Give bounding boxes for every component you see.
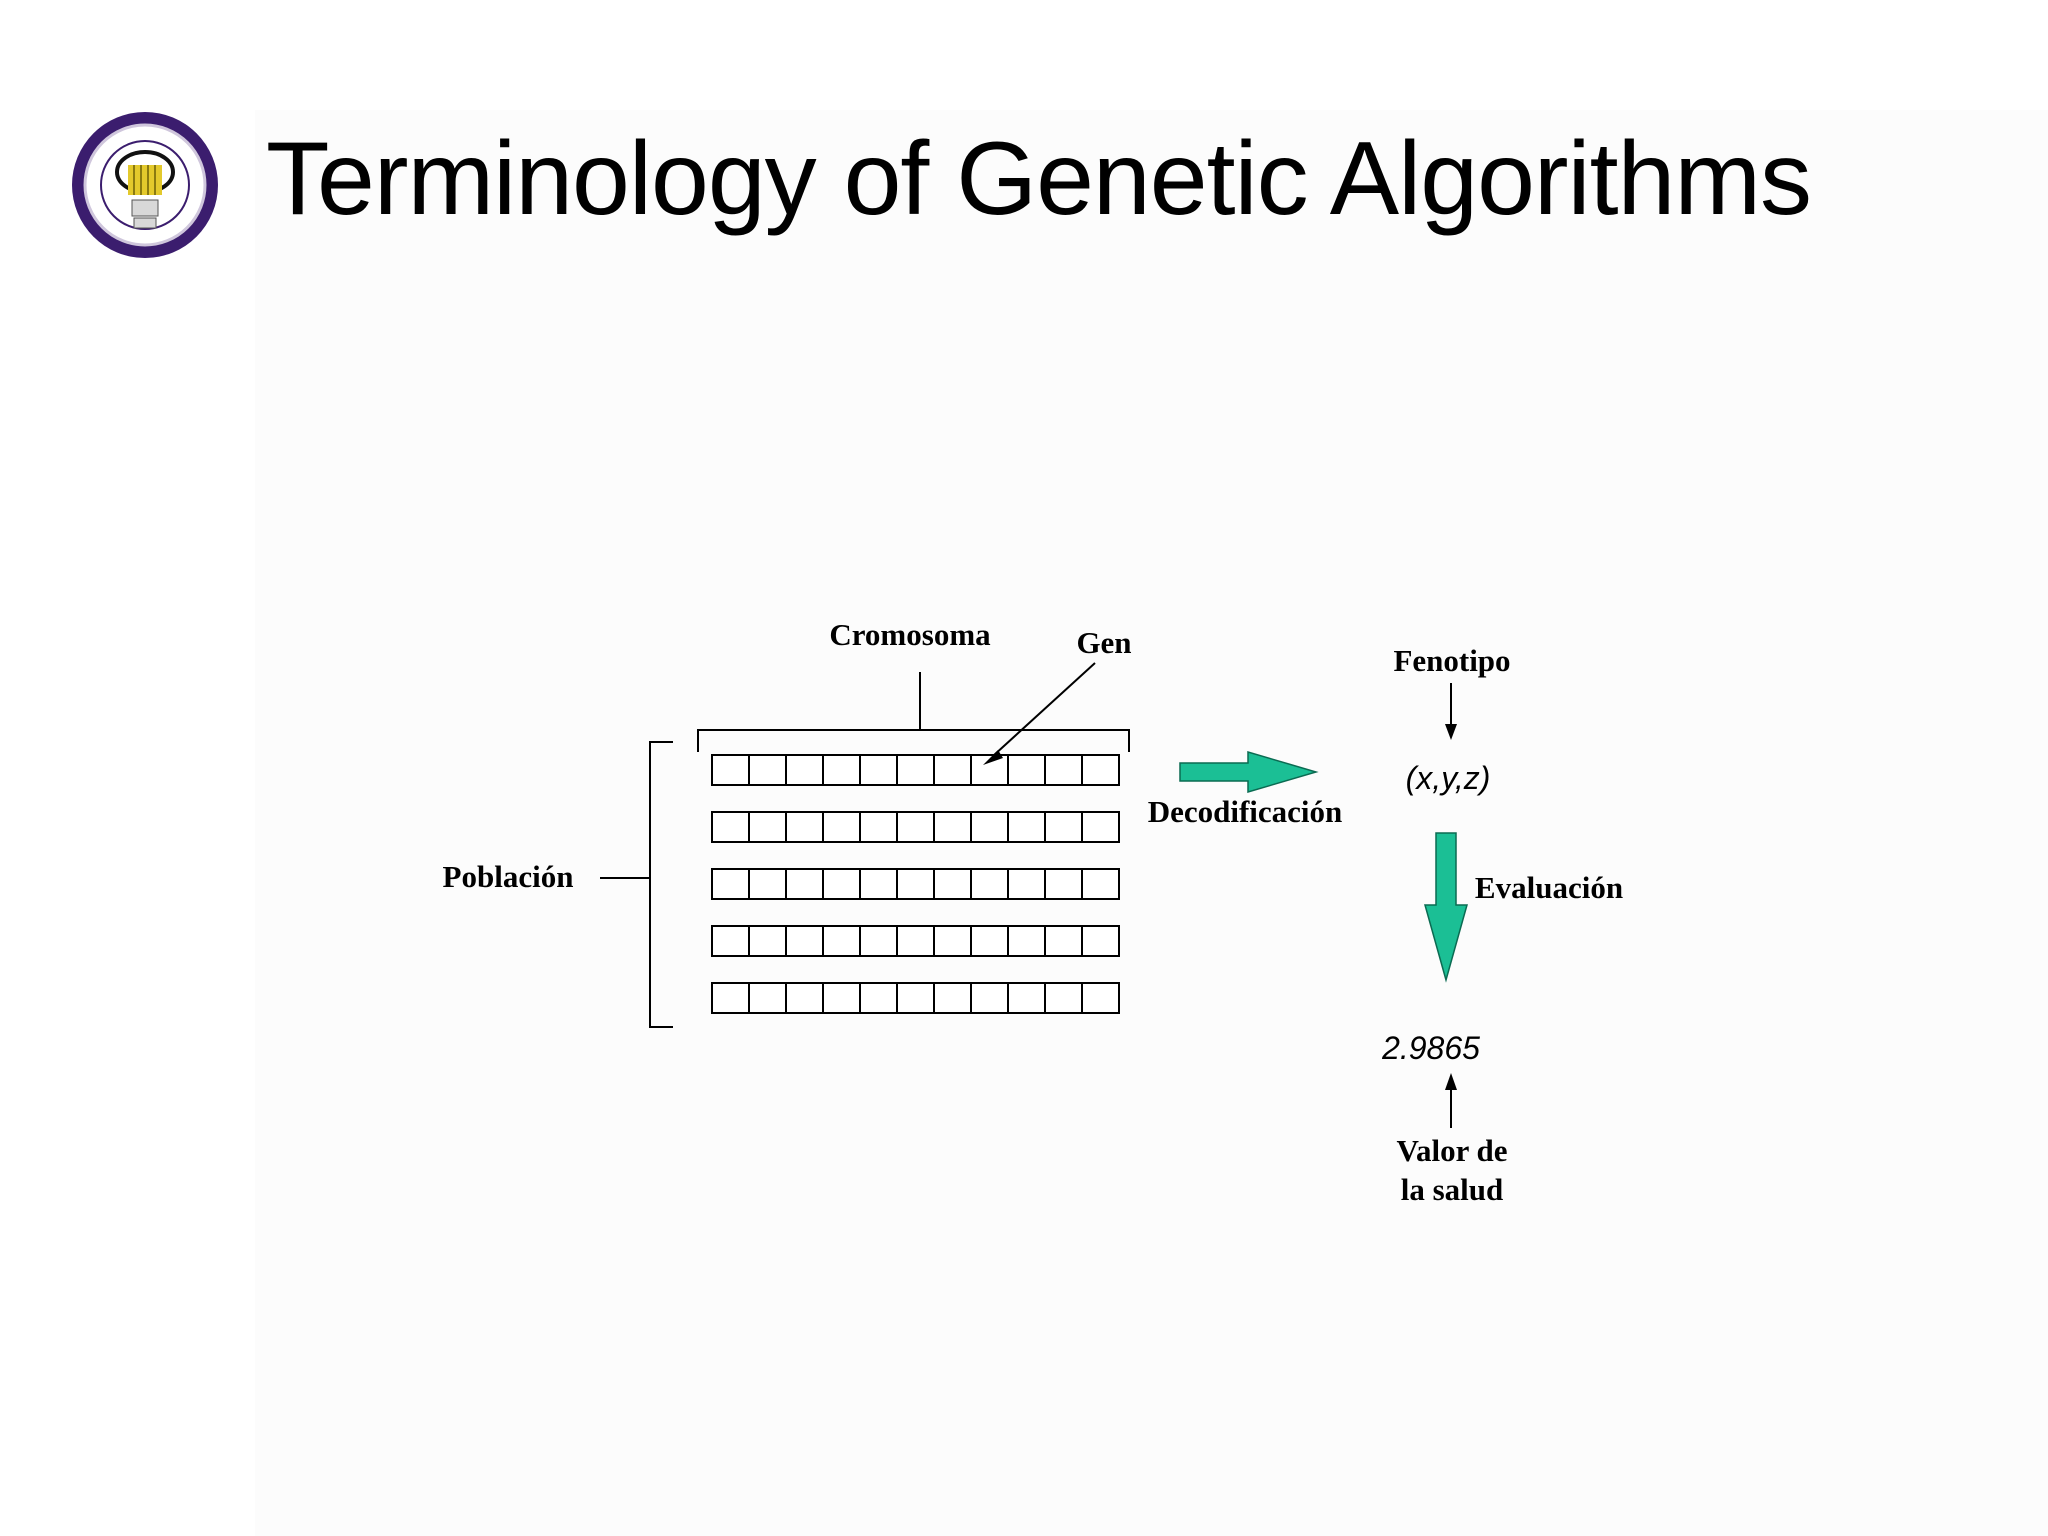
gene-cell: [859, 982, 898, 1014]
gene-cell: [933, 982, 972, 1014]
gene-cell: [1044, 811, 1083, 843]
gene-cell: [785, 982, 824, 1014]
content-panel: [255, 110, 2048, 1536]
gene-cell: [748, 982, 787, 1014]
gene-cell: [785, 868, 824, 900]
fitness-label-line2: la salud: [1401, 1172, 1504, 1207]
gene-label: Gen: [1076, 625, 1131, 660]
gene-cell: [859, 925, 898, 957]
gene-cell: [822, 754, 861, 786]
gene-cell: [896, 754, 935, 786]
gene-cell: [1007, 754, 1046, 786]
gene-cell: [1007, 982, 1046, 1014]
fitness-pointer-arrow: [1445, 1073, 1457, 1128]
gene-cell: [1081, 982, 1120, 1014]
chromosome-row: [711, 925, 1120, 957]
phenotype-pointer-arrow: [1445, 683, 1457, 740]
gene-cell: [785, 811, 824, 843]
gene-cell: [970, 868, 1009, 900]
fitness-value: 2.9865: [1381, 1030, 1480, 1066]
gene-cell: [933, 868, 972, 900]
gene-cell: [1081, 754, 1120, 786]
gene-cell: [711, 982, 750, 1014]
fitness-label-line1: Valor de: [1396, 1133, 1507, 1168]
gene-cell: [711, 925, 750, 957]
gene-cell: [933, 811, 972, 843]
phenotype-value: (x,y,z): [1406, 760, 1491, 796]
gene-cell: [711, 811, 750, 843]
gene-cell: [748, 754, 787, 786]
gene-cell: [1007, 925, 1046, 957]
gene-cell: [933, 754, 972, 786]
gene-cell: [748, 868, 787, 900]
gene-cell: [896, 868, 935, 900]
population-label: Población: [443, 859, 574, 894]
gene-cell: [896, 811, 935, 843]
population-brace: [600, 741, 673, 1028]
gene-cell: [822, 982, 861, 1014]
gene-cell: [711, 868, 750, 900]
chromosome-row: [711, 754, 1120, 786]
gene-cell: [933, 925, 972, 957]
gene-cell: [970, 754, 1009, 786]
chromosome-row: [711, 868, 1120, 900]
gene-cell: [1044, 982, 1083, 1014]
gene-cell: [1081, 811, 1120, 843]
gene-cell: [1044, 925, 1083, 957]
gene-cell: [822, 811, 861, 843]
gene-cell: [822, 925, 861, 957]
evaluation-label: Evaluación: [1475, 870, 1623, 905]
gene-cell: [896, 982, 935, 1014]
chromosome-row: [711, 982, 1120, 1014]
gene-cell: [785, 925, 824, 957]
population-grid: [711, 754, 1120, 1014]
evaluation-arrow: [1424, 832, 1468, 983]
gene-cell: [1081, 925, 1120, 957]
gene-cell: [748, 811, 787, 843]
decoding-label: Decodificación: [1148, 794, 1343, 829]
chromosome-row: [711, 811, 1120, 843]
gene-cell: [970, 811, 1009, 843]
gene-cell: [785, 754, 824, 786]
gene-cell: [896, 925, 935, 957]
gene-cell: [822, 868, 861, 900]
decoding-arrow: [1179, 750, 1319, 794]
gene-pointer-arrow: [983, 662, 1096, 765]
gene-cell: [1044, 868, 1083, 900]
gene-cell: [748, 925, 787, 957]
gene-cell: [1007, 811, 1046, 843]
gene-cell: [970, 925, 1009, 957]
chromosome-label: Cromosoma: [829, 617, 991, 652]
gene-cell: [1081, 868, 1120, 900]
gene-cell: [859, 868, 898, 900]
university-seal-logo: [72, 112, 218, 258]
gene-cell: [970, 982, 1009, 1014]
gene-cell: [1044, 754, 1083, 786]
gene-cell: [859, 754, 898, 786]
gene-cell: [711, 754, 750, 786]
chromosome-brace: [697, 672, 1130, 752]
phenotype-label: Fenotipo: [1393, 643, 1510, 678]
gene-cell: [859, 811, 898, 843]
slide-title: Terminology of Genetic Algorithms: [266, 121, 1812, 237]
gene-cell: [1007, 868, 1046, 900]
